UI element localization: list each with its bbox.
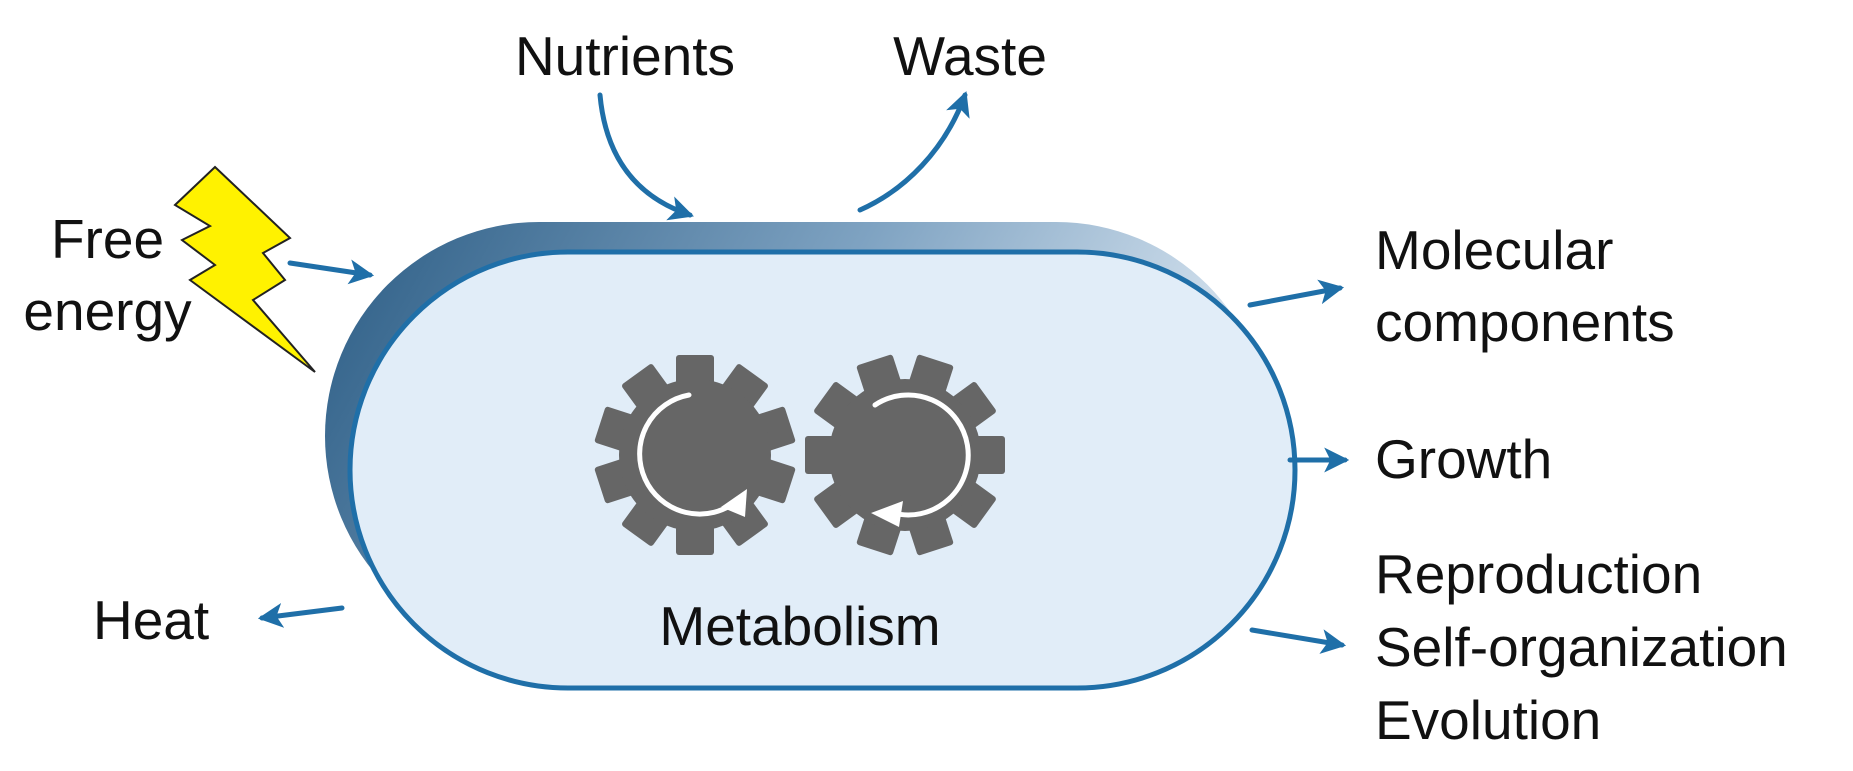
growth-text: Growth [1375,428,1553,490]
lightning-icon [173,165,316,373]
evolution-text: Evolution [1375,689,1602,751]
heat-label: Heat [93,584,209,656]
metabolism-label: Metabolism [620,590,980,662]
right-gear-icon [805,354,1005,556]
nutrients-text: Nutrients [514,25,736,87]
left-gear-icon [594,355,796,555]
free-energy-arrow [287,259,375,285]
free-energy-line-1: Free [50,208,165,270]
waste-arrow [857,91,970,213]
flow-arrows [257,91,1350,654]
molecular-components-line-2: components [1375,291,1675,353]
self-organization-text: Self-organization [1375,616,1788,678]
nutrients-arrow [597,92,694,221]
free-energy-line-2: energy [23,280,192,342]
emergent-properties-label: Reproduction Self-organization Evolution [1375,538,1788,757]
heat-text: Heat [93,589,210,651]
molecular-components-line-1: Molecular [1375,219,1614,281]
molecular-components-label: Molecular components [1375,214,1675,358]
molecular-components-arrow [1247,279,1345,308]
free-energy-label: Free energy [0,203,215,347]
gears-icon [594,354,1005,556]
nutrients-label: Nutrients [490,20,760,92]
heat-arrow [257,603,345,628]
emergent-arrow [1249,627,1347,654]
metabolism-text: Metabolism [659,595,941,657]
waste-label: Waste [860,20,1080,92]
growth-label: Growth [1375,423,1552,495]
reproduction-text: Reproduction [1375,543,1703,605]
waste-text: Waste [893,25,1047,87]
